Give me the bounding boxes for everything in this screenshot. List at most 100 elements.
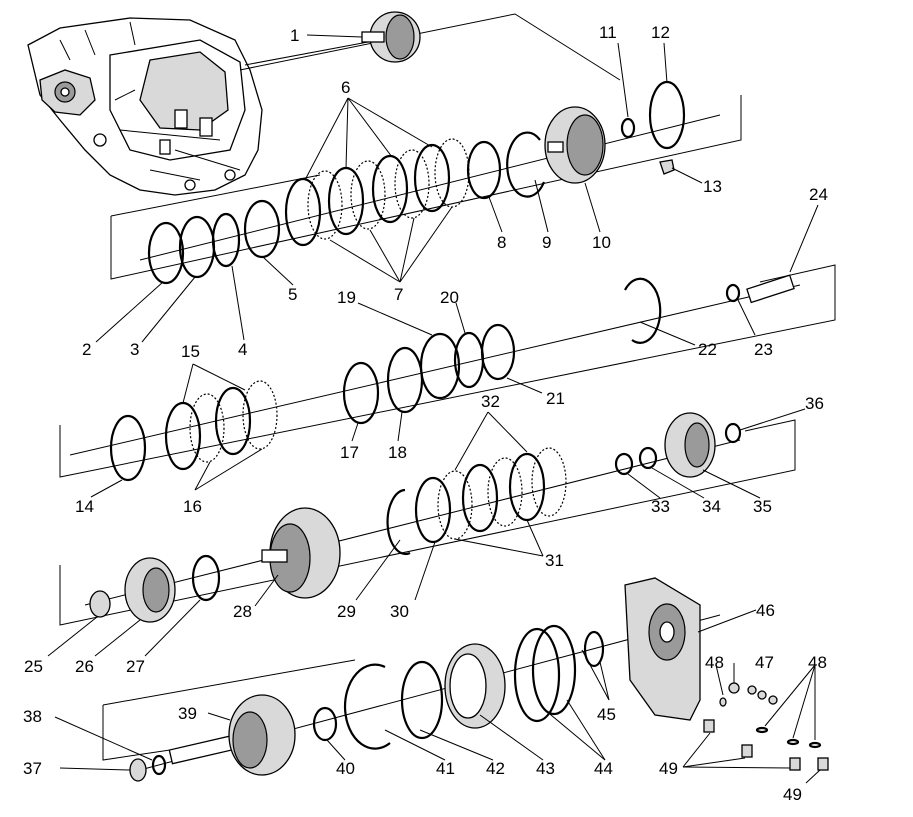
callout-22: 22 xyxy=(698,340,717,359)
callout-28: 28 xyxy=(233,602,252,621)
part-11-seal xyxy=(620,117,636,139)
part-23-washer xyxy=(725,283,741,303)
part-25-bearing xyxy=(89,590,111,618)
part-46-cover xyxy=(624,577,701,721)
callout-31: 31 xyxy=(545,551,564,570)
part-48-washers xyxy=(719,685,822,749)
callout-13: 13 xyxy=(703,177,722,196)
leader-lines xyxy=(47,34,821,784)
callout-16: 16 xyxy=(183,497,202,516)
callout-18: 18 xyxy=(388,443,407,462)
part-3-ring xyxy=(178,215,216,279)
part-45-ring xyxy=(583,630,605,668)
part-2-ring xyxy=(147,221,185,285)
part-44-ring-b xyxy=(531,624,577,716)
callout-47: 47 xyxy=(755,653,774,672)
callout-4: 4 xyxy=(238,340,247,359)
callout-40: 40 xyxy=(336,759,355,778)
part-15-16-clutch-pack xyxy=(164,380,278,471)
part-19-ring xyxy=(419,332,461,400)
callout-1: 1 xyxy=(290,26,299,45)
callout-46: 46 xyxy=(756,601,775,620)
part-13-clip xyxy=(659,159,675,175)
callout-43: 43 xyxy=(536,759,555,778)
callout-48-left: 48 xyxy=(705,653,724,672)
part-5-plate xyxy=(243,199,281,259)
callout-9: 9 xyxy=(542,233,551,252)
part-10-piston-housing xyxy=(544,106,606,184)
callout-3: 3 xyxy=(130,340,139,359)
part-41-snap-ring xyxy=(343,663,391,750)
part-8-plate xyxy=(466,140,502,200)
callout-38: 38 xyxy=(23,707,42,726)
part-35-gear xyxy=(664,412,716,478)
part-36-washer xyxy=(724,422,742,444)
part-1-drum xyxy=(361,11,421,63)
callout-48-right: 48 xyxy=(808,653,827,672)
part-42-ring xyxy=(400,660,444,740)
callout-26: 26 xyxy=(75,657,94,676)
part-4-ring xyxy=(211,212,241,268)
part-49-bolts xyxy=(703,719,829,771)
callout-21: 21 xyxy=(546,389,565,408)
part-28-hub xyxy=(261,507,341,599)
part-22-snap-ring xyxy=(624,277,662,344)
callout-27: 27 xyxy=(126,657,145,676)
callout-14: 14 xyxy=(75,497,94,516)
part-39-input-shaft xyxy=(168,694,296,776)
parts xyxy=(89,11,829,782)
callout-12: 12 xyxy=(651,23,670,42)
part-43-drum xyxy=(444,643,506,729)
callout-30: 30 xyxy=(390,602,409,621)
part-38-washer xyxy=(151,754,167,776)
part-33-seal xyxy=(614,452,634,476)
callout-44: 44 xyxy=(594,759,613,778)
part-44-ring xyxy=(513,627,561,723)
callout-8: 8 xyxy=(497,233,506,252)
part-37-bearing xyxy=(129,758,147,782)
part-29-snap-ring xyxy=(386,488,411,556)
callout-45: 45 xyxy=(597,705,616,724)
callout-19: 19 xyxy=(337,288,356,307)
callout-7: 7 xyxy=(394,285,403,304)
callout-35: 35 xyxy=(753,497,772,516)
part-30-31-32-clutch-pack xyxy=(414,447,567,544)
part-9-snap-ring xyxy=(506,131,546,198)
callout-39: 39 xyxy=(178,704,197,723)
callout-41: 41 xyxy=(436,759,455,778)
part-14-plate xyxy=(109,414,147,482)
callout-20: 20 xyxy=(440,288,459,307)
callout-6: 6 xyxy=(341,78,350,97)
part-26-drum xyxy=(124,557,176,623)
callout-29: 29 xyxy=(337,602,356,621)
callout-5: 5 xyxy=(288,285,297,304)
part-17-ring xyxy=(342,361,380,425)
callout-11: 11 xyxy=(599,23,617,42)
callout-49-left: 49 xyxy=(659,759,678,778)
callout-49-right: 49 xyxy=(783,785,802,804)
callout-15: 15 xyxy=(181,342,200,361)
callout-36: 36 xyxy=(805,394,824,413)
callout-2: 2 xyxy=(82,340,91,359)
callout-10: 10 xyxy=(592,233,611,252)
callout-24: 24 xyxy=(809,185,828,204)
callout-33: 33 xyxy=(651,497,670,516)
part-47-plug xyxy=(728,682,740,694)
part-34-ring xyxy=(638,446,658,470)
callout-25: 25 xyxy=(24,657,43,676)
callout-17: 17 xyxy=(340,443,359,462)
part-21-ring xyxy=(480,323,516,381)
part-24-shaft xyxy=(746,274,795,304)
callout-37: 37 xyxy=(23,759,42,778)
part-27-ring xyxy=(191,554,221,602)
part-6-7-clutch-pack xyxy=(284,138,470,247)
callout-34: 34 xyxy=(702,497,721,516)
callout-32: 32 xyxy=(481,392,500,411)
part-12-ring xyxy=(648,80,686,150)
callout-labels: 1 2 3 4 5 6 7 8 9 10 11 12 13 14 15 16 1… xyxy=(23,23,828,804)
part-40-ring xyxy=(312,706,338,742)
callout-42: 42 xyxy=(486,759,505,778)
transmission-case xyxy=(27,17,263,196)
callout-23: 23 xyxy=(754,340,773,359)
